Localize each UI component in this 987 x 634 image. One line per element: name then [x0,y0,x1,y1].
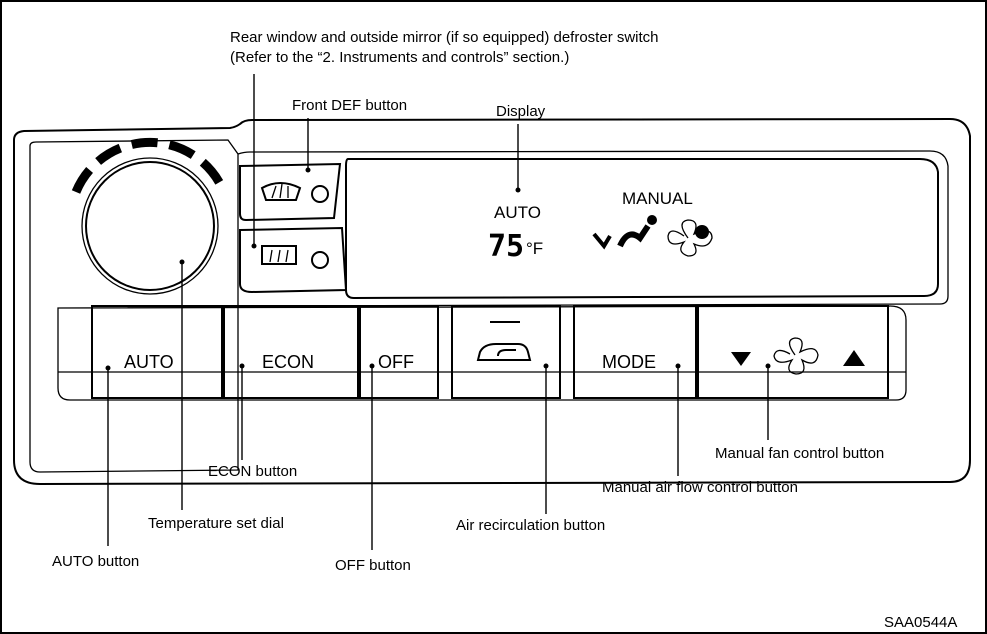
display-temperature: 75 [488,229,524,264]
display-unit: °F [526,239,543,258]
auto-label: AUTO button [52,553,139,570]
rear-defrost-icon [261,245,329,269]
fan-button[interactable] [697,305,889,399]
defroster-label-line1: Rear window and outside mirror (if so eq… [230,29,659,46]
off-label: OFF button [335,557,411,574]
temp-dial-label: Temperature set dial [148,515,284,532]
control-panel [13,117,971,486]
display-window [345,158,939,300]
mode-button[interactable] [573,305,697,399]
front-def-label: Front DEF button [292,97,407,114]
auto-button[interactable] [91,305,223,399]
rear-def-button[interactable] [239,226,348,294]
display-manual-indicator: MANUAL [622,189,693,208]
off-button-label: OFF [378,352,414,372]
leader-lines [105,74,771,550]
temperature-set-dial[interactable] [71,137,229,295]
front-defrost-icon [260,182,329,203]
display-label: Display [496,103,546,120]
up-arrow-icon [843,350,865,366]
off-button[interactable] [359,305,439,399]
down-arrow-icon [731,352,751,366]
fan-label: Manual fan control button [715,445,884,462]
recirc-label: Air recirculation button [456,517,605,534]
recirculation-button[interactable] [451,305,561,399]
air-flow-icon [592,215,657,250]
econ-button-label: ECON [262,352,314,372]
defroster-label-line2: (Refer to the “2. Instruments and contro… [230,49,569,66]
recirculation-icon [476,321,532,361]
figure-code: SAA0544A [884,614,957,631]
auto-button-label: AUTO [124,352,174,372]
econ-button[interactable] [223,305,359,399]
display-auto-indicator: AUTO [494,203,541,222]
econ-label: ECON button [208,463,297,480]
fan-icon [773,337,819,375]
air-flow-label: Manual air flow control button [602,479,798,496]
mode-button-label: MODE [602,352,656,372]
front-def-button[interactable] [239,162,342,222]
display-fan-icon [667,219,713,257]
